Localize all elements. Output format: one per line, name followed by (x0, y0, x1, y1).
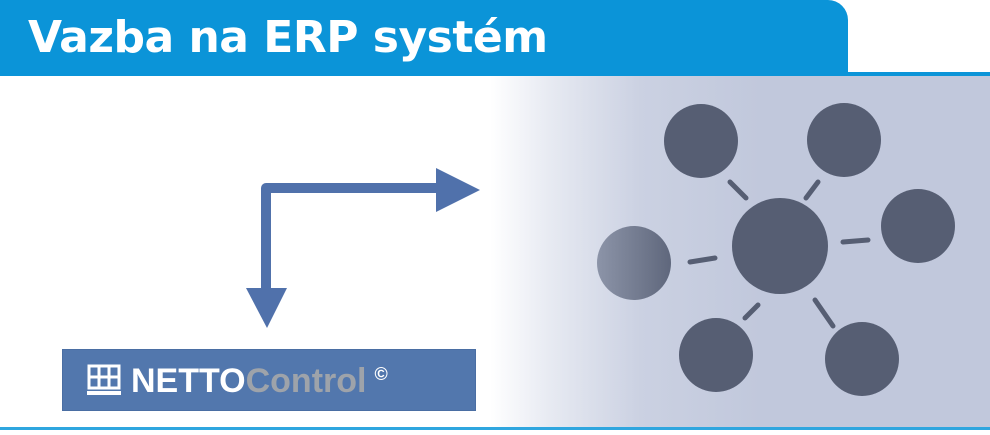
satellite-node (807, 103, 881, 177)
footer-rule (0, 427, 990, 430)
network-hub-icon (597, 103, 955, 396)
satellite-node (881, 189, 955, 263)
spoke (812, 297, 836, 329)
logo-brand-control: Control (245, 362, 367, 400)
logo-brand-netto: NETTO (131, 362, 246, 400)
logo-wordmark: NETTOControl © (131, 360, 388, 407)
keyboard-grid-icon (87, 364, 121, 395)
satellite-node (597, 226, 671, 300)
connector-line (261, 183, 442, 298)
netto-control-logo: NETTOControl © (62, 349, 476, 411)
spoke (840, 237, 871, 245)
page-title: Vazba na ERP systém (28, 12, 548, 63)
spoke (727, 179, 749, 201)
spoke (803, 179, 821, 201)
title-bar: Vazba na ERP systém (0, 0, 848, 74)
arrowhead-down (246, 288, 287, 328)
spoke (742, 302, 761, 321)
header-rule (0, 72, 990, 76)
central-node (732, 198, 828, 294)
arrowhead-right (436, 168, 480, 212)
satellite-node (664, 104, 738, 178)
satellite-node (825, 322, 899, 396)
satellite-node (679, 318, 753, 392)
copyright-mark: © (374, 364, 388, 384)
spoke (687, 255, 718, 265)
